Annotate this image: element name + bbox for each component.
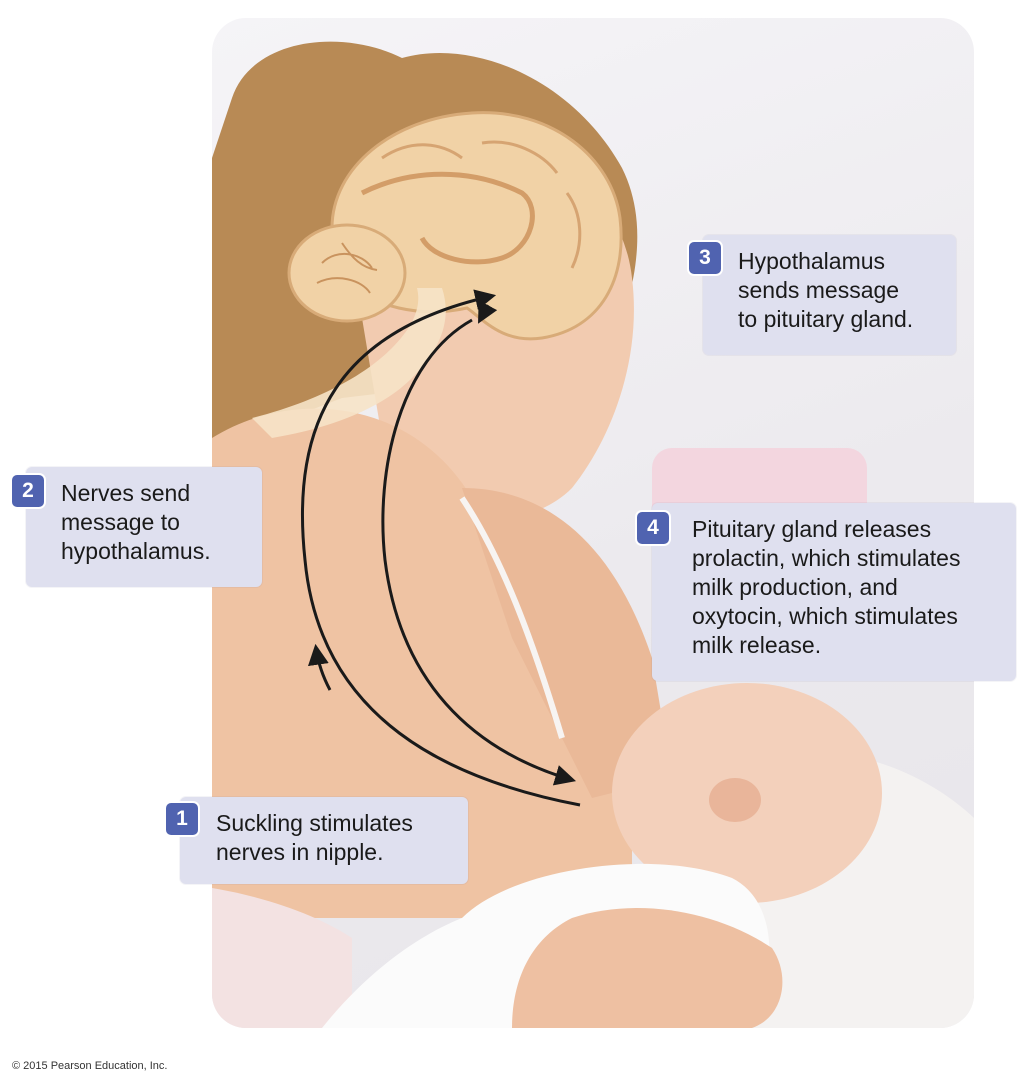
baby-ear (709, 778, 761, 822)
step-4-callout: Pituitary gland releases prolactin, whic… (652, 503, 1016, 681)
step-2-callout: Nerves send message to hypothalamus. (26, 467, 262, 587)
copyright-notice: © 2015 Pearson Education, Inc. (12, 1060, 168, 1072)
step-2-badge: 2 (12, 475, 44, 507)
step-3-callout: Hypothalamus sends message to pituitary … (703, 235, 956, 355)
lace-garment (212, 888, 352, 1028)
step-3-text: Hypothalamus sends message to pituitary … (738, 248, 914, 332)
step-1-text: Suckling stimulates nerves in nipple. (216, 810, 413, 865)
step-4-badge: 4 (637, 512, 669, 544)
photo-illustration (212, 18, 974, 1028)
step-1-badge: 1 (166, 803, 198, 835)
step-3-badge: 3 (689, 242, 721, 274)
step-4-text: Pituitary gland releases prolactin, whic… (692, 516, 961, 658)
mother-hand (512, 908, 783, 1028)
step-2-text: Nerves send message to hypothalamus. (61, 480, 211, 564)
step-1-callout: Suckling stimulates nerves in nipple. (180, 797, 468, 884)
